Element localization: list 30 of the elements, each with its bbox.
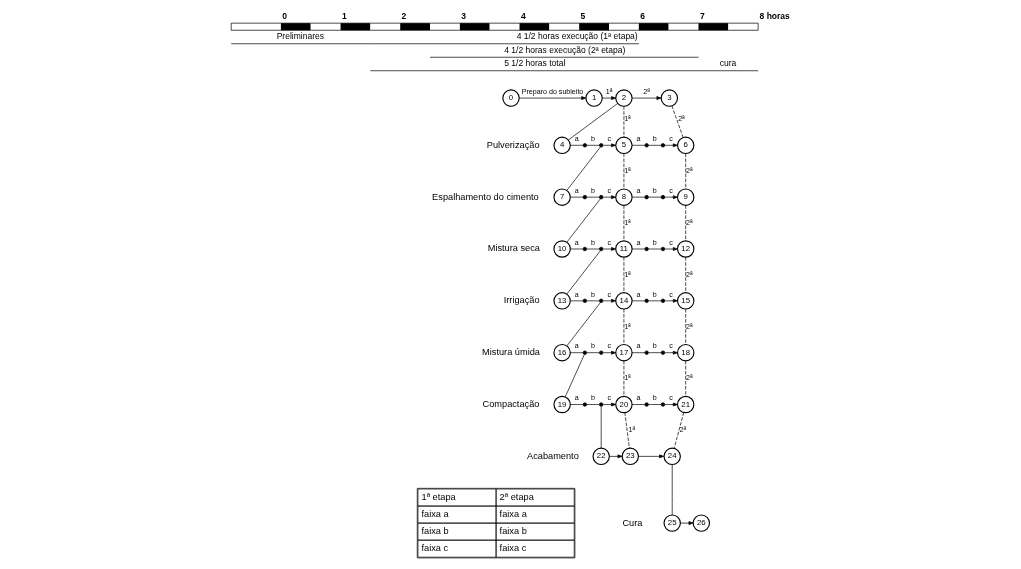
label: faixa a [421,509,449,520]
label: Preliminares [276,31,324,42]
label: 1 [341,10,347,21]
node-label: Mistura úmida [481,347,540,358]
label: 8 horas [759,10,790,21]
node-label: Compactação [482,398,539,409]
label: 5 1/2 horas total [503,58,565,69]
label: 7 [699,10,705,21]
label: faixa c [421,543,448,554]
label: 1ª etapa [421,491,456,502]
label: faixa c [499,543,526,554]
node-label: Pulverização [486,139,540,150]
label: 0 [281,10,287,21]
node-label: Espalhamento do cimento [431,191,539,202]
label: 4 1/2 horas execução (1ª etapa) [516,31,638,42]
label: 2 [401,10,406,21]
node-label: Acabamento [526,450,579,461]
label: cura [719,58,736,69]
label: 2ª etapa [499,491,534,502]
label: 3 [460,10,466,21]
node-label: Cura [621,517,642,528]
label: 6 [639,10,645,21]
label: 4 [520,10,526,21]
label: faixa b [421,526,449,537]
label: 5 [580,10,585,21]
label: faixa b [499,526,527,537]
label: faixa a [499,509,527,520]
node-label: Irrigação [503,295,540,306]
label: 4 1/2 horas execução (2ª etapa) [503,44,625,55]
node-label: Mistura seca [487,243,540,254]
